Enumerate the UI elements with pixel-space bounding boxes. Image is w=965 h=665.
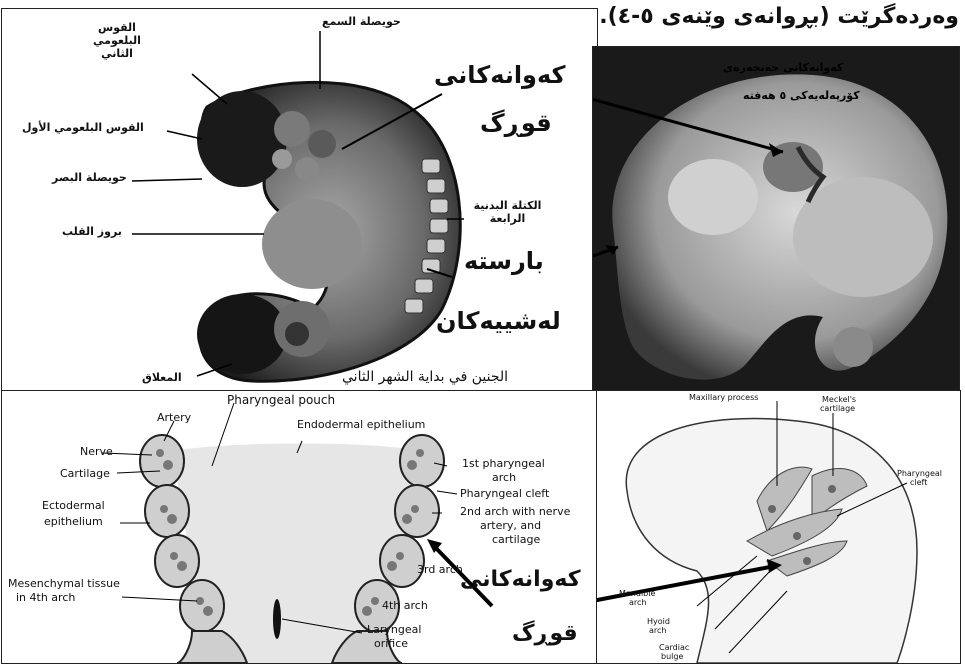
label-endodermal: Endodermal epithelium — [297, 418, 425, 431]
kurdish-label-throat-bottom: قوڕگ — [512, 621, 578, 646]
label-meckel-2: cartilage — [820, 404, 855, 413]
embryo-photo-panel: كەوانەکانی حەنجەرەی کۆرپەلەیەکی ٥ هەفتە — [592, 46, 960, 393]
label-second-arch: القوس البلعومي الثاني — [77, 21, 157, 60]
label-pharyngeal-pouch: Pharyngeal pouch — [227, 393, 335, 407]
label-second-arch-2: artery, and — [480, 519, 541, 532]
label-umbilical-stalk: المعلاق — [142, 371, 182, 384]
label-laryngeal: Laryngeal — [367, 623, 421, 636]
label-meckel: Meckel's — [822, 395, 856, 404]
label-ectodermal: Ectodermal — [42, 499, 105, 512]
label-cartilage: Cartilage — [60, 467, 110, 480]
kurdish-label-mass: بارستە — [464, 247, 544, 275]
label-cardiac: Cardiac — [659, 643, 689, 652]
label-hyoid-2: arch — [649, 626, 666, 635]
label-mandible: Mandible — [619, 589, 655, 598]
label-second-arch: 2nd arch with nerve — [460, 505, 570, 518]
label-pharyngeal-cleft-br-2: cleft — [910, 478, 927, 487]
label-laryngeal-2: orifice — [374, 637, 408, 650]
label-otic-vesicle: حويصلة السمع — [322, 15, 401, 28]
label-first-arch: 1st pharyngeal — [462, 457, 545, 470]
embryo-caption-ar: الجنين في بداية الشهر الثاني — [342, 369, 508, 385]
embryo-drawing-panel: القوس البلعومي الثاني حويصلة السمع القوس… — [1, 8, 598, 393]
head-arches-diagram: Maxillary process Meckel's cartilage Pha… — [596, 390, 961, 664]
label-fourth-arch: 4th arch — [382, 599, 428, 612]
label-mesenchymal: Mesenchymal tissue — [8, 577, 120, 590]
label-pharyngeal-cleft-br: Pharyngeal — [897, 469, 942, 478]
label-heart-bulge: بروز القلب — [62, 225, 122, 238]
label-cardiac-2: bulge — [661, 652, 683, 661]
label-first-arch: القوس البلعومي الأول — [22, 121, 144, 134]
label-third-arch: 3rd arch — [417, 563, 463, 576]
kurdish-label-somites: لەشییەکان — [436, 307, 561, 335]
label-mandible-2: arch — [629, 598, 646, 607]
photo-overlay-line2: کۆرپەلەیەکی ٥ هەفتە — [743, 89, 860, 102]
kurdish-label-throat: قوڕگ — [480, 109, 552, 137]
label-fourth-somite: الكتلة البدنية الرابعة — [470, 199, 545, 225]
figure-caption: وەردەگرێت (بڕوانەی وێنەی ٥-٤). — [599, 4, 959, 29]
label-hyoid: Hyoid — [647, 617, 670, 626]
label-second-arch-3: cartilage — [492, 533, 540, 546]
label-nerve: Nerve — [80, 445, 113, 458]
kurdish-label-arches: کەوانەکانی — [434, 61, 565, 89]
label-first-arch-2: arch — [492, 471, 516, 484]
kurdish-label-arches-bottom: کەوانەکانی — [460, 567, 581, 592]
label-mesenchymal-2: in 4th arch — [16, 591, 75, 604]
pharyngeal-arch-diagram: Pharyngeal pouch Artery Endodermal epith… — [1, 390, 598, 664]
label-optic-vesicle: حويصلة البصر — [52, 171, 127, 184]
photo-overlay-line1: كەوانەکانی حەنجەرەی — [723, 61, 843, 74]
label-maxillary: Maxillary process — [689, 393, 758, 402]
label-artery: Artery — [157, 411, 191, 424]
label-ectodermal-2: epithelium — [44, 515, 103, 528]
label-pharyngeal-cleft: Pharyngeal cleft — [460, 487, 549, 500]
